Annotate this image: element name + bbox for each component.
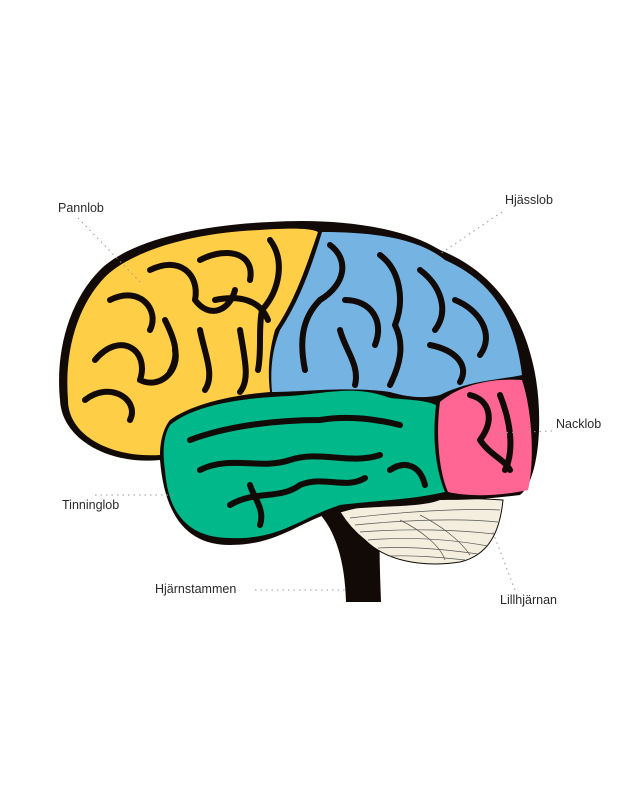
leader-parietal [427, 211, 503, 263]
label-occipital-lobe: Nacklob [556, 417, 602, 431]
label-cerebellum: Lillhjärnan [500, 593, 557, 607]
label-frontal-lobe: Pannlob [58, 201, 104, 215]
leader-frontal [77, 217, 141, 283]
frontal-lobe [67, 228, 318, 456]
sulci [82, 237, 514, 528]
label-brainstem: Hjärnstammen [155, 582, 237, 596]
leader-lines [77, 211, 553, 591]
cerebellum-folds [349, 509, 501, 561]
label-parietal-lobe: Hjässlob [505, 193, 553, 207]
leader-cerebellum [491, 529, 516, 591]
label-temporal-lobe: Tinninglob [62, 498, 120, 512]
